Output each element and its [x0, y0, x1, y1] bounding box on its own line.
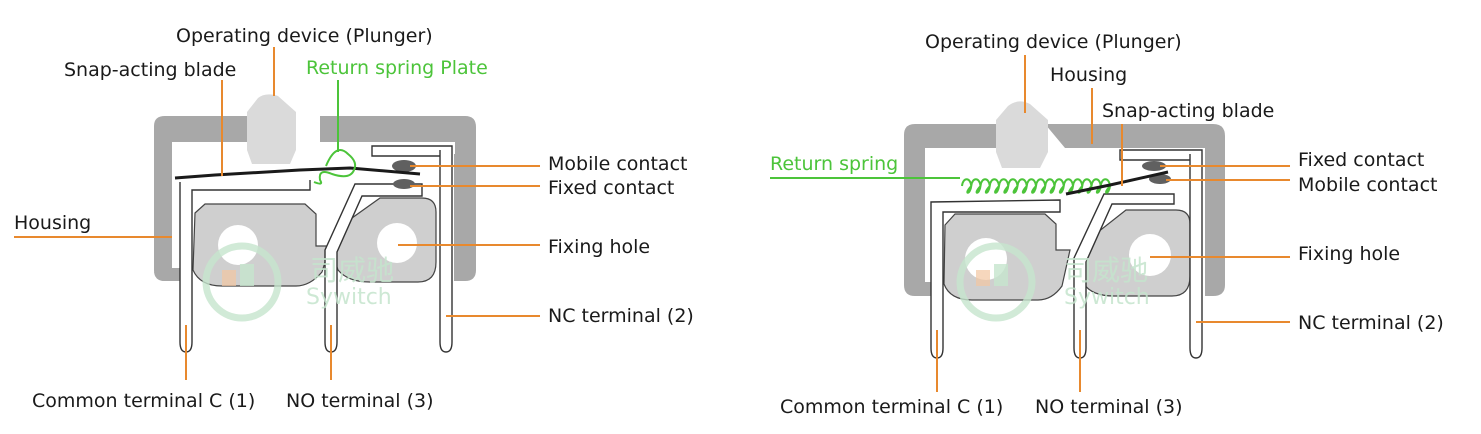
label-right-common-terminal: Common terminal C (1) — [780, 396, 1003, 418]
label-left-fixing-hole: Fixing hole — [548, 236, 650, 258]
left-no-terminal — [324, 183, 423, 353]
label-right-housing: Housing — [1050, 64, 1127, 86]
watermark-left-en: Sywitch — [306, 285, 392, 310]
label-right-return-spring: Return spring — [770, 153, 898, 175]
label-right-operating-device: Operating device (Plunger) — [925, 31, 1182, 53]
label-left-return-spring-plate: Return spring Plate — [306, 57, 488, 79]
label-right-snap-blade: Snap-acting blade — [1102, 100, 1274, 122]
left-housing-bottom — [154, 142, 172, 281]
label-left-housing: Housing — [14, 212, 91, 234]
label-right-mobile-contact: Mobile contact — [1298, 174, 1437, 196]
right-plunger — [996, 101, 1048, 168]
left-plunger — [247, 94, 296, 164]
labels-left: Operating device (Plunger) Snap-acting b… — [14, 25, 694, 412]
watermark-left: 司威驰 Sywitch — [202, 242, 394, 322]
left-diagram — [154, 94, 476, 353]
label-right-fixed-contact: Fixed contact — [1298, 149, 1424, 171]
watermark-right-cn: 司威驰 — [1064, 254, 1148, 287]
right-return-spring — [961, 178, 1112, 194]
left-mobile-contact-dot — [392, 160, 416, 172]
right-diagram — [904, 101, 1225, 359]
label-left-fixed-contact: Fixed contact — [548, 177, 674, 199]
right-housing-shape — [904, 124, 1225, 296]
watermark-left-cn: 司威驰 — [310, 254, 394, 287]
left-housing-shape — [154, 116, 476, 281]
label-right-fixing-hole: Fixing hole — [1298, 243, 1400, 265]
label-right-nc-terminal: NC terminal (2) — [1298, 312, 1444, 334]
left-snap-blade — [174, 166, 421, 180]
left-hole-nc — [377, 223, 417, 263]
right-fixed-contact-dot — [1142, 161, 1166, 171]
left-common-bracket — [192, 203, 331, 287]
right-hole-nc — [1129, 234, 1171, 276]
label-left-mobile-contact: Mobile contact — [548, 153, 687, 175]
label-left-snap-blade: Snap-acting blade — [64, 59, 236, 81]
watermark-right-en: Sywitch — [1064, 285, 1150, 310]
right-common-bracket — [943, 213, 1071, 301]
label-left-operating-device: Operating device (Plunger) — [176, 25, 433, 47]
label-left-common-terminal: Common terminal C (1) — [32, 390, 255, 412]
right-no-terminal — [1073, 193, 1175, 359]
label-left-nc-terminal: NC terminal (2) — [548, 305, 694, 327]
label-left-no-terminal: NO terminal (3) — [286, 390, 434, 412]
leader-lines — [14, 47, 1290, 392]
right-snap-blade — [1065, 170, 1169, 196]
left-fixed-contact-dot — [393, 179, 415, 189]
watermark-right: 司威驰 Sywitch — [956, 242, 1150, 322]
label-right-no-terminal: NO terminal (3) — [1035, 396, 1183, 418]
labels-right: Operating device (Plunger) Housing Snap-… — [770, 31, 1444, 418]
right-nc-terminal — [1119, 149, 1203, 359]
left-return-spring-plate — [313, 149, 357, 185]
